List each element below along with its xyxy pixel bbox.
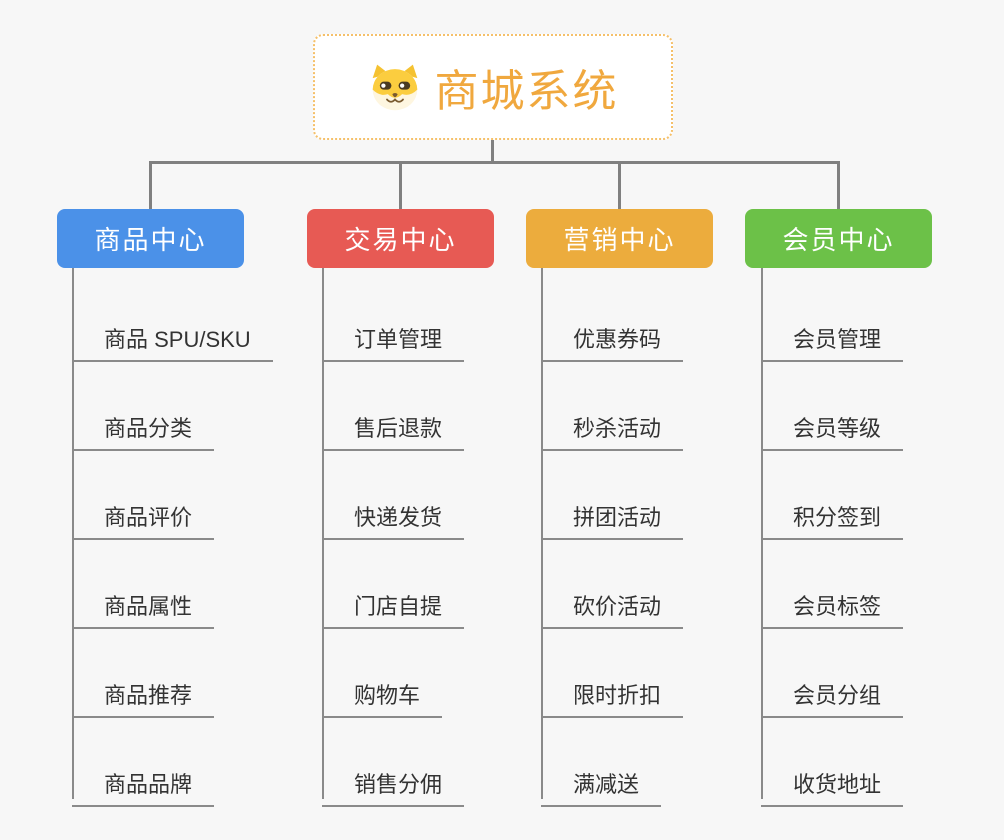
- root-title: 商城系统: [434, 67, 619, 116]
- leaf-product-brand[interactable]: 商品品牌: [72, 759, 215, 807]
- leaf-store-pickup[interactable]: 门店自提: [322, 581, 465, 629]
- leaf-product-category[interactable]: 商品分类: [72, 403, 215, 451]
- leaf-order-management[interactable]: 订单管理: [322, 314, 465, 362]
- leaf-shipping-address[interactable]: 收货地址: [761, 759, 904, 807]
- leaf-bargain-activity[interactable]: 砍价活动: [541, 581, 684, 629]
- leaf-member-management[interactable]: 会员管理: [761, 314, 904, 362]
- root-node[interactable]: 商城系统: [313, 34, 673, 140]
- leaf-product-recommend[interactable]: 商品推荐: [72, 670, 215, 718]
- leaf-sales-commission[interactable]: 销售分佣: [322, 759, 465, 807]
- leaf-coupon-code[interactable]: 优惠券码: [541, 314, 684, 362]
- connector-trunk-member: [761, 268, 763, 799]
- connector-trunk-marketing: [541, 268, 543, 799]
- connector-trunk-trade: [322, 268, 324, 799]
- dog-face-icon: [368, 62, 422, 112]
- leaf-limited-time-discount[interactable]: 限时折扣: [541, 670, 684, 718]
- connector-horizontal-bar: [149, 161, 840, 164]
- leaf-member-tags[interactable]: 会员标签: [761, 581, 904, 629]
- leaf-member-groups[interactable]: 会员分组: [761, 670, 904, 718]
- leaf-product-spu-sku[interactable]: 商品 SPU/SKU: [72, 314, 273, 362]
- leaf-points-checkin[interactable]: 积分签到: [761, 492, 904, 540]
- leaf-aftersale-refund[interactable]: 售后退款: [322, 403, 465, 451]
- leaf-spend-save[interactable]: 满减送: [541, 759, 662, 807]
- branch-marketing-center[interactable]: 营销中心: [526, 209, 713, 268]
- connector-drop-marketing: [618, 161, 621, 210]
- connector-trunk-product: [72, 268, 74, 799]
- connector-drop-product: [149, 161, 152, 210]
- connector-drop-member: [837, 161, 840, 210]
- leaf-flash-sale[interactable]: 秒杀活动: [541, 403, 684, 451]
- branch-trade-center[interactable]: 交易中心: [307, 209, 494, 268]
- leaf-product-attribute[interactable]: 商品属性: [72, 581, 215, 629]
- branch-member-center[interactable]: 会员中心: [745, 209, 932, 268]
- connector-drop-trade: [399, 161, 402, 210]
- leaf-product-review[interactable]: 商品评价: [72, 492, 215, 540]
- leaf-express-delivery[interactable]: 快递发货: [322, 492, 465, 540]
- leaf-group-buy[interactable]: 拼团活动: [541, 492, 684, 540]
- leaf-member-level[interactable]: 会员等级: [761, 403, 904, 451]
- connector-root-stem: [491, 140, 494, 163]
- leaf-shopping-cart[interactable]: 购物车: [322, 670, 443, 718]
- branch-product-center[interactable]: 商品中心: [57, 209, 244, 268]
